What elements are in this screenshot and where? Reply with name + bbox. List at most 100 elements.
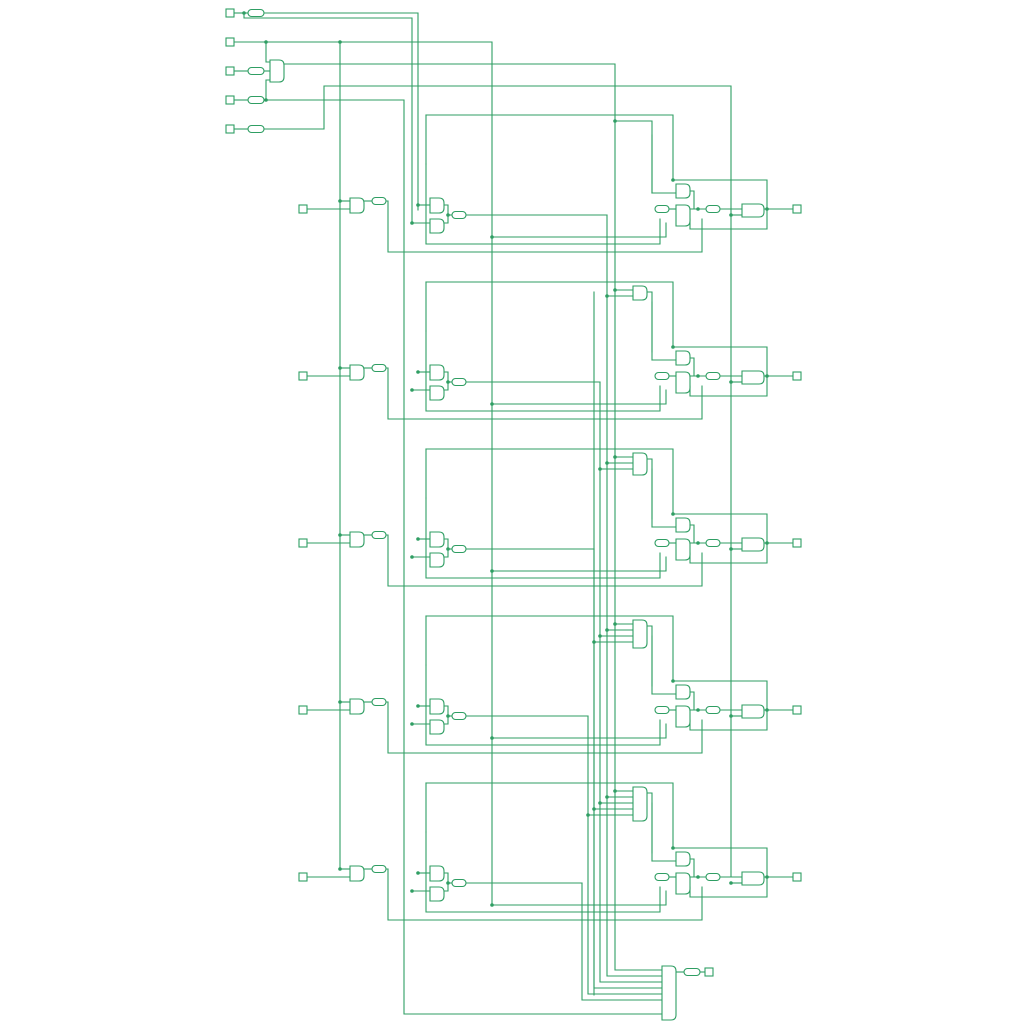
buffer-gate (451, 544, 467, 554)
wire (672, 346, 768, 397)
wire (385, 200, 703, 253)
flip-flop (741, 704, 765, 719)
junction-dot (605, 294, 609, 298)
wire (646, 458, 653, 520)
junction-dot (446, 380, 450, 384)
and-gate (632, 619, 648, 649)
wire (243, 12, 413, 225)
wire (689, 691, 695, 711)
flip-flop (741, 203, 765, 218)
junction-dot (446, 213, 450, 217)
wire (672, 847, 768, 898)
junction-dot (490, 402, 494, 406)
junction-dot (490, 903, 494, 907)
wire (425, 615, 674, 682)
buffer-gate (654, 204, 670, 214)
buffer-gate (451, 878, 467, 888)
junction-dot (729, 213, 733, 217)
junction-dot (696, 708, 700, 712)
junction-dot (490, 235, 494, 239)
junction-dot (264, 40, 268, 44)
junction-dot (410, 722, 414, 726)
wire (672, 513, 768, 564)
junction-dot (729, 714, 733, 718)
flip-flop (741, 871, 765, 886)
junction-dot (446, 547, 450, 551)
junction-dot (586, 813, 590, 817)
or-gate (675, 371, 691, 394)
and-gate (675, 350, 691, 366)
row-input-port (298, 538, 308, 548)
wire (491, 222, 667, 238)
wire (587, 715, 663, 995)
wire (646, 792, 653, 854)
buffer-gate (371, 864, 387, 874)
and-gate (632, 452, 648, 476)
wire (425, 497, 661, 579)
junction-dot (696, 541, 700, 545)
junction-dot (592, 807, 596, 811)
and-gate (675, 851, 691, 867)
buffer-gate (371, 196, 387, 206)
input-port (225, 95, 235, 105)
junction-dot (671, 679, 675, 683)
junction-dot (490, 569, 494, 573)
wire (385, 534, 703, 587)
wire (614, 120, 653, 194)
row-output-port (792, 538, 802, 548)
junction-dot (729, 547, 733, 551)
wire (265, 41, 271, 63)
junction-dot (605, 795, 609, 799)
and-gate (675, 517, 691, 533)
junction-dot (446, 714, 450, 718)
wire (283, 63, 663, 971)
wire (646, 291, 653, 353)
row-input-port (298, 872, 308, 882)
wire (491, 890, 667, 906)
buffer-gate (247, 66, 265, 76)
junction-dot (410, 388, 414, 392)
buffer-gate (451, 377, 467, 387)
junction-dot (729, 881, 733, 885)
input-port (225, 8, 235, 18)
junction-dot (410, 555, 414, 559)
wire (425, 281, 674, 348)
wire (581, 882, 663, 1001)
buffer-gate (247, 8, 265, 18)
and-gate (429, 865, 445, 882)
junction-dot (598, 634, 602, 638)
buffer-gate (705, 538, 721, 548)
wire (385, 701, 703, 754)
wire (425, 330, 661, 412)
and-gate (429, 698, 445, 715)
and-gate (429, 197, 445, 214)
wire (593, 548, 663, 989)
and-gate (675, 684, 691, 700)
input-port (225, 66, 235, 76)
input-port (225, 37, 235, 47)
wire (491, 723, 667, 739)
component-layer (225, 8, 802, 1021)
buffer-gate (683, 967, 701, 977)
buffer-gate (654, 705, 670, 715)
and-gate (349, 865, 365, 882)
wire (491, 389, 667, 405)
junction-dot (605, 461, 609, 465)
buffer-gate (654, 872, 670, 882)
junction-dot (696, 207, 700, 211)
wire (599, 381, 663, 983)
row-input-port (298, 204, 308, 214)
wire (689, 858, 695, 878)
buffer-gate (705, 705, 721, 715)
junction-dot (338, 366, 342, 370)
and-gate (429, 385, 445, 401)
junction-dot (338, 199, 342, 203)
buffer-gate (371, 363, 387, 373)
or-gate (675, 538, 691, 561)
wire (385, 367, 703, 420)
and-gate (429, 364, 445, 381)
wire-layer (233, 12, 794, 1015)
flip-flop (741, 537, 765, 552)
